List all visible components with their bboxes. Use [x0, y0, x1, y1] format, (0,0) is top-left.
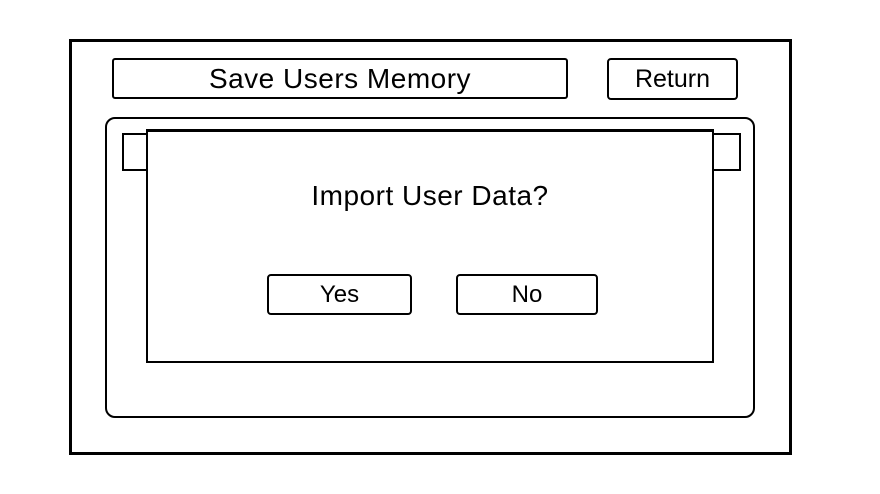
- return-button[interactable]: Return: [607, 58, 738, 100]
- yes-button-label: Yes: [319, 280, 360, 308]
- page-title-label: Save Users Memory: [208, 62, 472, 94]
- yes-button[interactable]: Yes: [267, 274, 412, 315]
- return-button-label: Return: [634, 64, 711, 93]
- import-dialog: Import User Data? Yes No: [146, 129, 714, 363]
- no-button[interactable]: No: [456, 274, 598, 315]
- import-dialog-message: Import User Data?: [311, 180, 549, 211]
- no-button-label: No: [511, 280, 543, 308]
- page-title: Save Users Memory: [112, 58, 568, 99]
